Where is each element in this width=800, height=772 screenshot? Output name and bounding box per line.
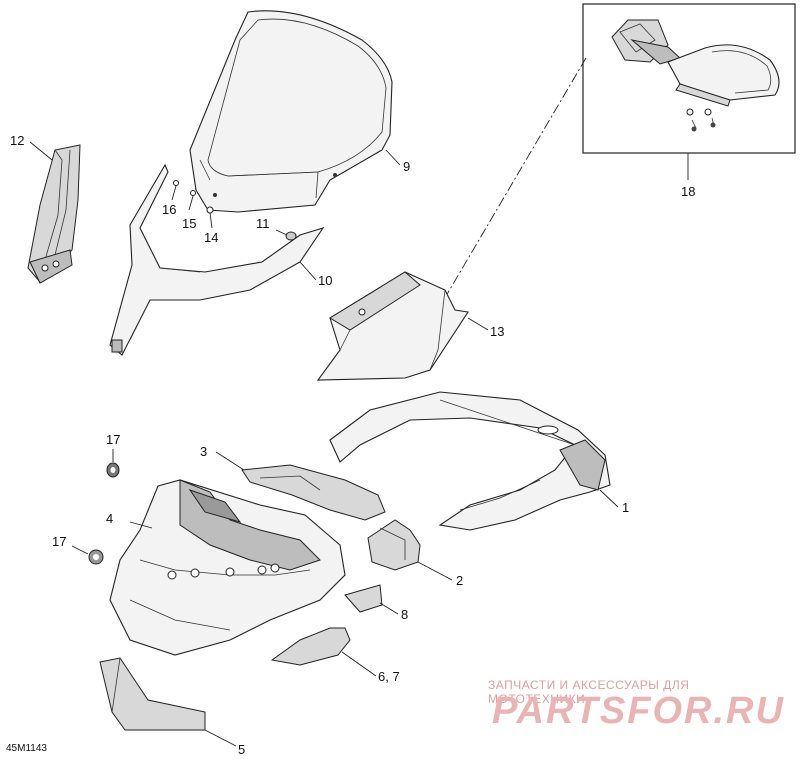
callout-4: 4	[106, 511, 113, 526]
part-9-windshield	[189, 10, 401, 213]
callout-18: 18	[681, 184, 695, 199]
callout-15: 15	[182, 216, 196, 231]
callout-17-side: 17	[52, 534, 66, 549]
part-6-7-decal	[270, 627, 377, 677]
part-11-clip	[275, 229, 297, 241]
part-10-deflector	[109, 163, 325, 356]
part-3-vent	[215, 451, 386, 521]
callout-16: 16	[162, 202, 176, 217]
part-12-side-bracket	[27, 141, 81, 284]
callout-11: 11	[256, 216, 270, 231]
inset-leader-dashed	[445, 57, 587, 297]
watermark-logo: PARTSFOR.RU	[492, 690, 785, 732]
mirror-inset-box	[582, 3, 796, 154]
callout-8: 8	[401, 607, 408, 622]
part-13-side-panel	[316, 271, 489, 381]
callout-13: 13	[490, 324, 504, 339]
callout-6-7: 6, 7	[378, 669, 400, 684]
callout-1: 1	[622, 500, 629, 515]
callout-17-top: 17	[106, 432, 120, 447]
figure-code: 45M1143	[6, 743, 47, 754]
part-17-grommets	[71, 449, 120, 565]
callout-3: 3	[200, 444, 207, 459]
watermark-tagline: ЗАПЧАСТИ И АКСЕССУАРЫ ДЛЯ МОТОТЕХНИКИ	[488, 678, 690, 706]
callout-5: 5	[238, 742, 245, 757]
fasteners-14-15-16	[171, 180, 214, 229]
part-8-insert	[344, 584, 399, 615]
part-2-side-piece	[367, 519, 453, 581]
callout-9: 9	[403, 159, 410, 174]
callout-10: 10	[318, 273, 332, 288]
part-4-nose-cowl	[109, 479, 346, 656]
callout-14: 14	[204, 230, 218, 245]
callout-2: 2	[456, 573, 463, 588]
callout-12: 12	[10, 133, 24, 148]
part-1-upper-fairing	[329, 391, 619, 531]
part-5-lower-panel	[99, 657, 237, 747]
